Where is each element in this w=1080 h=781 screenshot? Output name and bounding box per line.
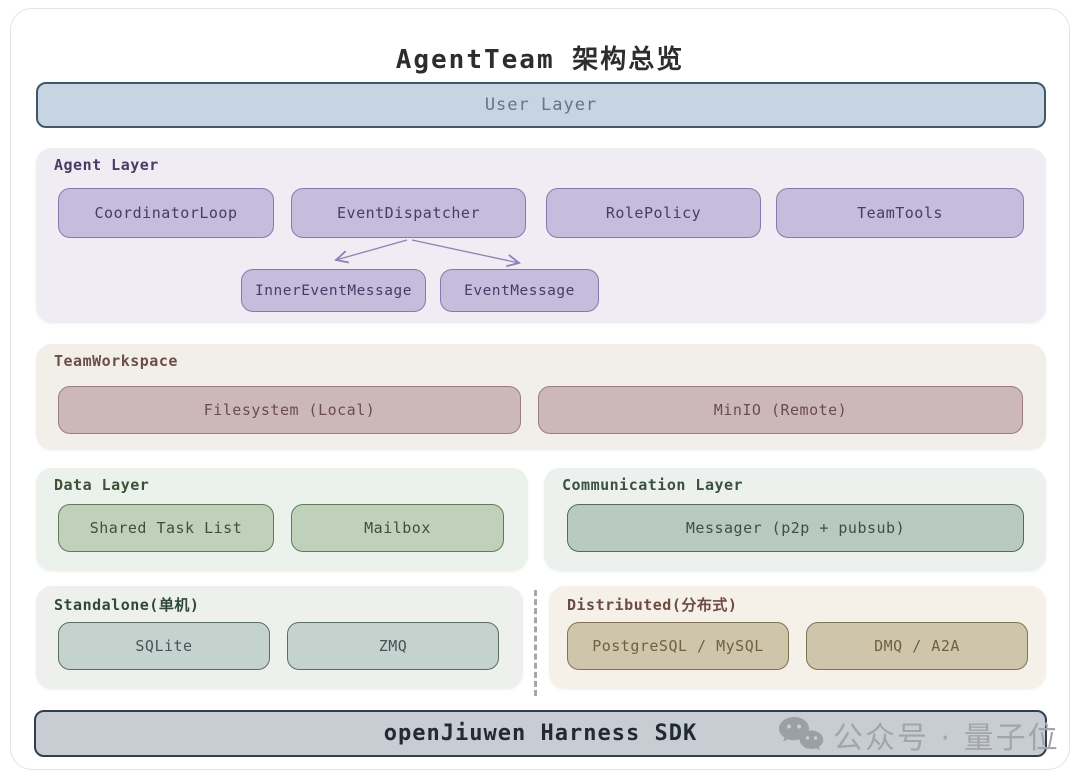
node-inner-event-message: InnerEventMessage: [241, 269, 426, 312]
node-shared-task-list: Shared Task List: [58, 504, 274, 552]
data-layer-panel: Data Layer Shared Task List Mailbox: [36, 468, 528, 571]
node-event-message: EventMessage: [440, 269, 599, 312]
node-zmq: ZMQ: [287, 622, 499, 670]
user-layer-label: User Layer: [484, 95, 598, 115]
node-coordinator-loop: CoordinatorLoop: [58, 188, 274, 238]
node-mailbox: Mailbox: [291, 504, 504, 552]
distributed-panel: Distributed(分布式) PostgreSQL / MySQL DMQ …: [549, 586, 1046, 689]
team-workspace-panel: TeamWorkspace Filesystem (Local) MinIO (…: [36, 344, 1046, 450]
standalone-label: Standalone(单机): [54, 596, 200, 614]
node-team-tools: TeamTools: [776, 188, 1024, 238]
user-layer-bar: User Layer: [36, 82, 1046, 128]
team-workspace-label: TeamWorkspace: [54, 352, 178, 370]
sdk-bar: openJiuwen Harness SDK: [34, 710, 1047, 757]
communication-layer-panel: Communication Layer Messager (p2p + pubs…: [544, 468, 1046, 571]
diagram-card: AgentTeam 架构总览 User Layer Agent Layer Co…: [10, 8, 1070, 770]
node-role-policy: RolePolicy: [546, 188, 761, 238]
node-messager: Messager (p2p + pubsub): [567, 504, 1024, 552]
standalone-panel: Standalone(单机) SQLite ZMQ: [36, 586, 523, 689]
node-filesystem-local: Filesystem (Local): [58, 386, 521, 434]
distributed-label: Distributed(分布式): [567, 596, 738, 614]
node-minio-remote: MinIO (Remote): [538, 386, 1023, 434]
data-layer-label: Data Layer: [54, 476, 150, 494]
wechat-icon: [779, 717, 824, 751]
standalone-distributed-divider: [534, 590, 537, 696]
node-dmq-a2a: DMQ / A2A: [806, 622, 1028, 670]
communication-layer-label: Communication Layer: [562, 476, 744, 494]
node-sqlite: SQLite: [58, 622, 270, 670]
sdk-bar-label: openJiuwen Harness SDK: [383, 721, 698, 746]
agent-layer-panel: Agent Layer CoordinatorLoop EventDispatc…: [36, 148, 1046, 323]
page-title: AgentTeam 架构总览: [395, 45, 685, 75]
node-postgresql-mysql: PostgreSQL / MySQL: [567, 622, 789, 670]
agent-layer-label: Agent Layer: [54, 156, 159, 174]
node-event-dispatcher: EventDispatcher: [291, 188, 526, 238]
watermark: 公众号 · 量子位: [777, 713, 1060, 757]
watermark-text: 公众号 · 量子位: [833, 721, 1060, 756]
